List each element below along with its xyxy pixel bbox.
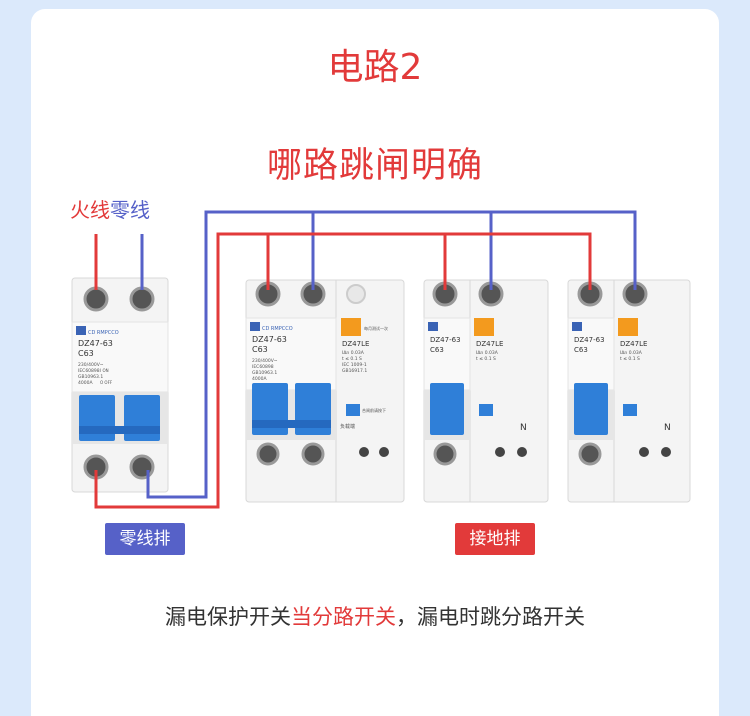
brand-logo [76, 326, 86, 335]
caption-highlight: 当分路开关 [291, 605, 396, 629]
breaker-handle [124, 395, 160, 441]
brand-logo [572, 322, 582, 331]
brand-logo [250, 322, 260, 331]
le-model-text: DZ47LE [476, 340, 503, 348]
spec-text: IEC60898 [78, 368, 100, 374]
live-bus-wire [94, 232, 592, 509]
terminal-screw [433, 442, 457, 466]
rating-text: C63 [430, 346, 444, 354]
brand-logo [428, 322, 438, 331]
spec-text: GB10963.1 [78, 374, 103, 380]
terminal-screw [578, 442, 602, 466]
spec-text: 230/400V~ [78, 362, 104, 368]
spec-text: t ≤ 0.1 S [476, 356, 496, 362]
spec-text: 4000A [78, 380, 93, 386]
test-button [618, 318, 638, 336]
model-text: DZ47-63 [252, 335, 287, 344]
off-text: O OFF [100, 380, 113, 385]
test-button [474, 318, 494, 336]
reset-indicator [623, 404, 637, 416]
breaker-handle [79, 395, 115, 441]
test-text: 每月测试一次 [364, 325, 388, 331]
page-subtitle: 哪路跳闸明确 [266, 146, 483, 186]
spec-text: t ≤ 0.1 S [342, 356, 362, 362]
live-wire-label: 火线 [70, 198, 110, 222]
caption: 漏电保护开关当分路开关，漏电时跳分路开关 [0, 602, 750, 632]
model-text: DZ47-63 [430, 336, 461, 344]
neutral-bus-wire [146, 210, 637, 499]
earth-bar-badge: 接地排 [455, 523, 535, 555]
neutral-bar-badge: 零线排 [105, 523, 185, 555]
terminal-screw [129, 286, 155, 312]
model-text: DZ47-63 [574, 336, 605, 344]
model-text: DZ47-63 [78, 339, 113, 348]
caption-part1: 漏电保护开关 [165, 605, 291, 629]
brand-text: CD RMPCCO [262, 326, 293, 332]
neutral-marker: N [664, 423, 671, 433]
reset-indicator [346, 404, 360, 416]
wire-labels: 火线零线 [70, 196, 150, 224]
spec-text: IΔn 0.03A [342, 350, 365, 356]
neutral-marker: N [520, 423, 527, 433]
breaker-handle [574, 383, 608, 435]
terminal-screw [256, 442, 280, 466]
spec-text: GB10963.1 [252, 370, 277, 376]
brand-text: CD RMPCCO [88, 330, 119, 336]
main-breaker: CD RMPCCO DZ47-63 C63 230/400V~ IEC60898… [71, 277, 169, 493]
breaker-handle [430, 383, 464, 435]
spec-text: 4000A [252, 376, 267, 382]
spec-text: IΔn 0.03A [476, 350, 499, 356]
load-text: 负载端 [340, 423, 355, 430]
terminal-screw [83, 286, 109, 312]
test-button [341, 318, 361, 336]
le-model-text: DZ47LE [342, 340, 369, 348]
on-text: I ON [100, 368, 109, 373]
rating-text: C63 [252, 345, 268, 354]
rcd-breaker-2pole: CD RMPCCO DZ47-63 C63 230/400V~ IEC60898… [245, 279, 405, 503]
neutral-wire-label: 零线 [110, 198, 150, 222]
spec-text: t ≤ 0.1 S [620, 356, 640, 362]
caption-part2: ，漏电时跳分路开关 [396, 605, 585, 629]
rcd-breaker-1pn-a: DZ47-63 C63 DZ47LE IΔn 0.03A t ≤ 0.1 S N [423, 279, 549, 503]
spec-text: IEC 1009-1 [342, 362, 367, 368]
spec-text: IΔn 0.03A [620, 350, 643, 356]
rating-text: C63 [78, 349, 94, 358]
spec-text: GB16917.1 [342, 368, 367, 374]
spec-text: IEC60898 [252, 364, 274, 370]
reset-indicator [479, 404, 493, 416]
spec-text: 230/400V~ [252, 358, 278, 364]
page-title: 电路2 [327, 47, 423, 88]
terminal-screw [129, 454, 155, 480]
le-model-text: DZ47LE [620, 340, 647, 348]
terminal-screw [301, 442, 325, 466]
rating-text: C63 [574, 346, 588, 354]
rcd-breaker-1pn-b: DZ47-63 C63 DZ47LE IΔn 0.03A t ≤ 0.1 S N [567, 279, 691, 503]
reset-text: 合闸前请按下 [362, 407, 386, 413]
